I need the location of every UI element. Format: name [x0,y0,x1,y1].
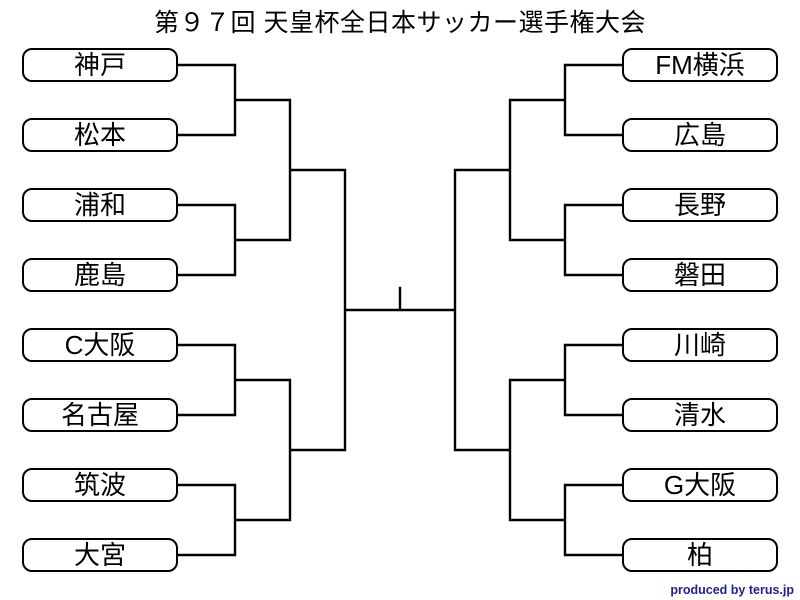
team-box-right-5: 川崎 [622,328,778,362]
team-box-right-2: 広島 [622,118,778,152]
bracket-connector-paths [176,63,624,557]
team-box-left-3: 浦和 [22,188,178,222]
team-box-left-1: 神戸 [22,48,178,82]
team-box-right-8: 柏 [622,538,778,572]
team-box-left-7: 筑波 [22,468,178,502]
team-box-left-2: 松本 [22,118,178,152]
team-box-left-8: 大宮 [22,538,178,572]
team-box-right-7: G大阪 [622,468,778,502]
team-box-right-1: FM横浜 [622,48,778,82]
team-box-left-5: C大阪 [22,328,178,362]
team-box-left-4: 鹿島 [22,258,178,292]
team-box-right-4: 磐田 [622,258,778,292]
page-title: 第９７回 天皇杯全日本サッカー選手権大会 [154,9,646,37]
credit-link[interactable]: produced by terus.jp [670,583,794,597]
team-box-right-6: 清水 [622,398,778,432]
team-box-right-3: 長野 [622,188,778,222]
team-box-left-6: 名古屋 [22,398,178,432]
